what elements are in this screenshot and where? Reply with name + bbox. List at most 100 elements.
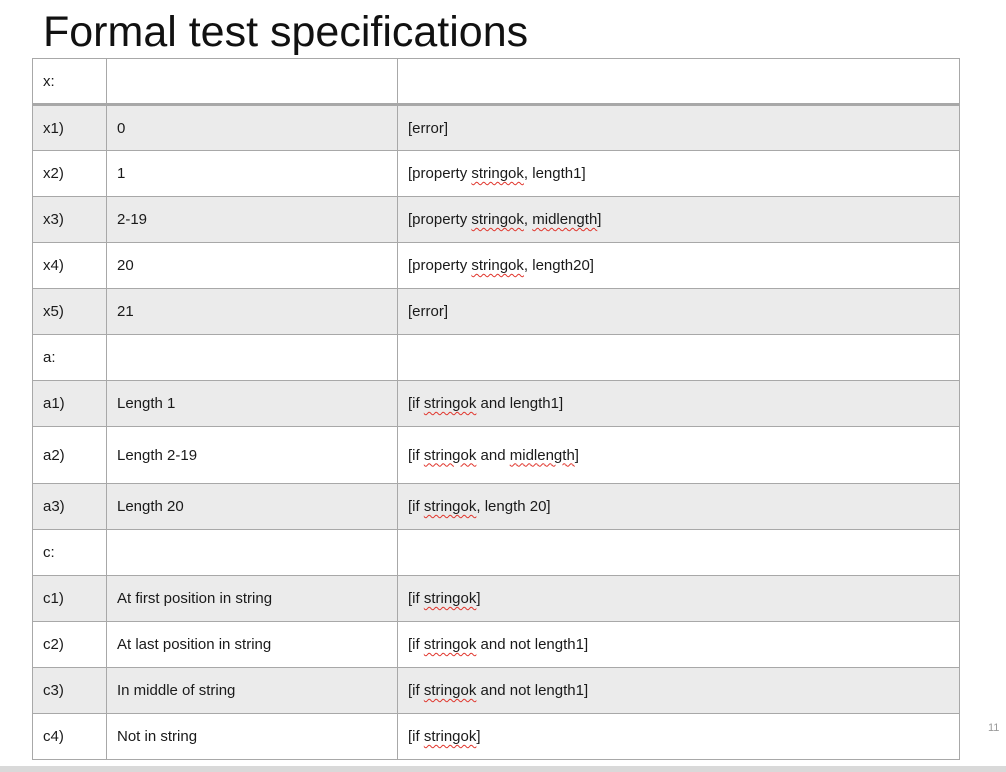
spec-text: [property (408, 257, 472, 274)
spellcheck-word: midlength (532, 211, 598, 228)
bottom-band (0, 766, 1006, 772)
spec-text: , length 20] (476, 498, 551, 515)
table-row: x2)1[property stringok, length1] (32, 150, 960, 197)
row-spec-cell: [if stringok and not length1] (397, 667, 960, 714)
spec-text: ] (597, 211, 602, 228)
spec-text: ] (476, 590, 481, 607)
row-id-cell: a3) (32, 483, 107, 530)
spec-text: and length1] (476, 395, 564, 412)
row-spec-cell: [if stringok and midlength] (397, 426, 960, 484)
row-spec-cell: [property stringok, length20] (397, 242, 960, 289)
row-value-cell: 0 (106, 104, 398, 151)
spec-text: and not length1] (476, 682, 589, 699)
spec-text: , (523, 211, 533, 228)
row-id-cell: x: (32, 58, 107, 106)
spec-text: , length1] (523, 165, 586, 182)
row-value-cell: In middle of string (106, 667, 398, 714)
spellcheck-word: stringok (471, 257, 524, 274)
row-id-cell: a1) (32, 380, 107, 427)
table-row: c1)At first position in string[if string… (32, 575, 960, 622)
row-spec-cell: [property stringok, midlength] (397, 196, 960, 243)
spec-text: [if (408, 728, 424, 745)
row-spec-cell: [error] (397, 104, 960, 151)
slide-title: Formal test specifications (43, 8, 529, 56)
table-row: x5)21 [error] (32, 288, 960, 335)
row-value-cell: At first position in string (106, 575, 398, 622)
table-row: c: (32, 529, 960, 576)
spec-text: [error] (408, 303, 449, 320)
row-spec-cell: [if stringok] (397, 575, 960, 622)
spellcheck-word: stringok (471, 165, 524, 182)
row-value-cell: Length 1 (106, 380, 398, 427)
spec-text: ] (476, 728, 481, 745)
row-spec-cell: [property stringok, length1] (397, 150, 960, 197)
row-value-cell: Length 20 (106, 483, 398, 530)
table-row: x: (32, 58, 960, 106)
spec-text: [if (408, 636, 424, 653)
row-value-cell (106, 58, 398, 106)
page-number: 11 (988, 722, 1000, 734)
table-row: a: (32, 334, 960, 381)
row-id-cell: c1) (32, 575, 107, 622)
table-row: c2)At last position in string[if stringo… (32, 621, 960, 668)
row-id-cell: a2) (32, 426, 107, 484)
spec-text: [error] (408, 119, 449, 137)
row-value-cell: 1 (106, 150, 398, 197)
spellcheck-word: stringok (423, 395, 477, 412)
spec-text: [property (408, 165, 472, 182)
row-value-cell: 21 (106, 288, 398, 335)
row-value-cell (106, 529, 398, 576)
test-specification-table: x:x1)0[error]x2)1[property stringok, len… (32, 58, 960, 760)
table-row: a2)Length 2-19[if stringok and midlength… (32, 426, 960, 484)
spec-text: , length20] (523, 257, 594, 274)
table-row: x1)0 [error] (32, 104, 960, 151)
row-value-cell: 20 (106, 242, 398, 289)
spec-text: and not length1] (476, 636, 589, 653)
row-id-cell: c4) (32, 713, 107, 760)
spellcheck-word: stringok (423, 590, 477, 607)
row-id-cell: x2) (32, 150, 107, 197)
spellcheck-word: stringok (423, 446, 477, 464)
row-spec-cell (397, 529, 960, 576)
row-spec-cell: [error] (397, 288, 960, 335)
row-value-cell: Length 2-19 (106, 426, 398, 484)
row-value-cell: At last position in string (106, 621, 398, 668)
row-spec-cell: [if stringok, length 20] (397, 483, 960, 530)
spec-text: and (476, 446, 510, 464)
spec-text: [if (408, 395, 424, 412)
spellcheck-word: stringok (423, 682, 477, 699)
row-spec-cell (397, 58, 960, 106)
table-row: c3)In middle of string[if stringok and n… (32, 667, 960, 714)
table-row: x3)2-19[property stringok, midlength] (32, 196, 960, 243)
row-spec-cell: [if stringok and not length1] (397, 621, 960, 668)
spec-text: [if (408, 498, 424, 515)
spec-text: [if (408, 590, 424, 607)
spellcheck-word: stringok (471, 211, 524, 228)
row-id-cell: a: (32, 334, 107, 381)
row-spec-cell: [if stringok] (397, 713, 960, 760)
spec-text: ] (574, 446, 579, 464)
row-id-cell: c: (32, 529, 107, 576)
row-id-cell: x1) (32, 104, 107, 151)
row-id-cell: c2) (32, 621, 107, 668)
table-row: a3)Length 20[if stringok, length 20] (32, 483, 960, 530)
row-id-cell: x4) (32, 242, 107, 289)
row-spec-cell (397, 334, 960, 381)
table-row: c4)Not in string[if stringok] (32, 713, 960, 760)
table-row: a1)Length 1[if stringok and length1] (32, 380, 960, 427)
spellcheck-word: stringok (423, 728, 477, 745)
table-row: x4)20[property stringok, length20] (32, 242, 960, 289)
row-value-cell: Not in string (106, 713, 398, 760)
row-id-cell: x5) (32, 288, 107, 335)
spec-text: [property (408, 211, 472, 228)
spec-text: [if (408, 682, 424, 699)
spellcheck-word: stringok (423, 498, 477, 515)
row-spec-cell: [if stringok and length1] (397, 380, 960, 427)
spec-text: [if (408, 446, 424, 464)
spellcheck-word: midlength (509, 446, 575, 464)
row-value-cell (106, 334, 398, 381)
row-id-cell: c3) (32, 667, 107, 714)
row-id-cell: x3) (32, 196, 107, 243)
table-body: x:x1)0[error]x2)1[property stringok, len… (32, 58, 960, 760)
spellcheck-word: stringok (423, 636, 477, 653)
